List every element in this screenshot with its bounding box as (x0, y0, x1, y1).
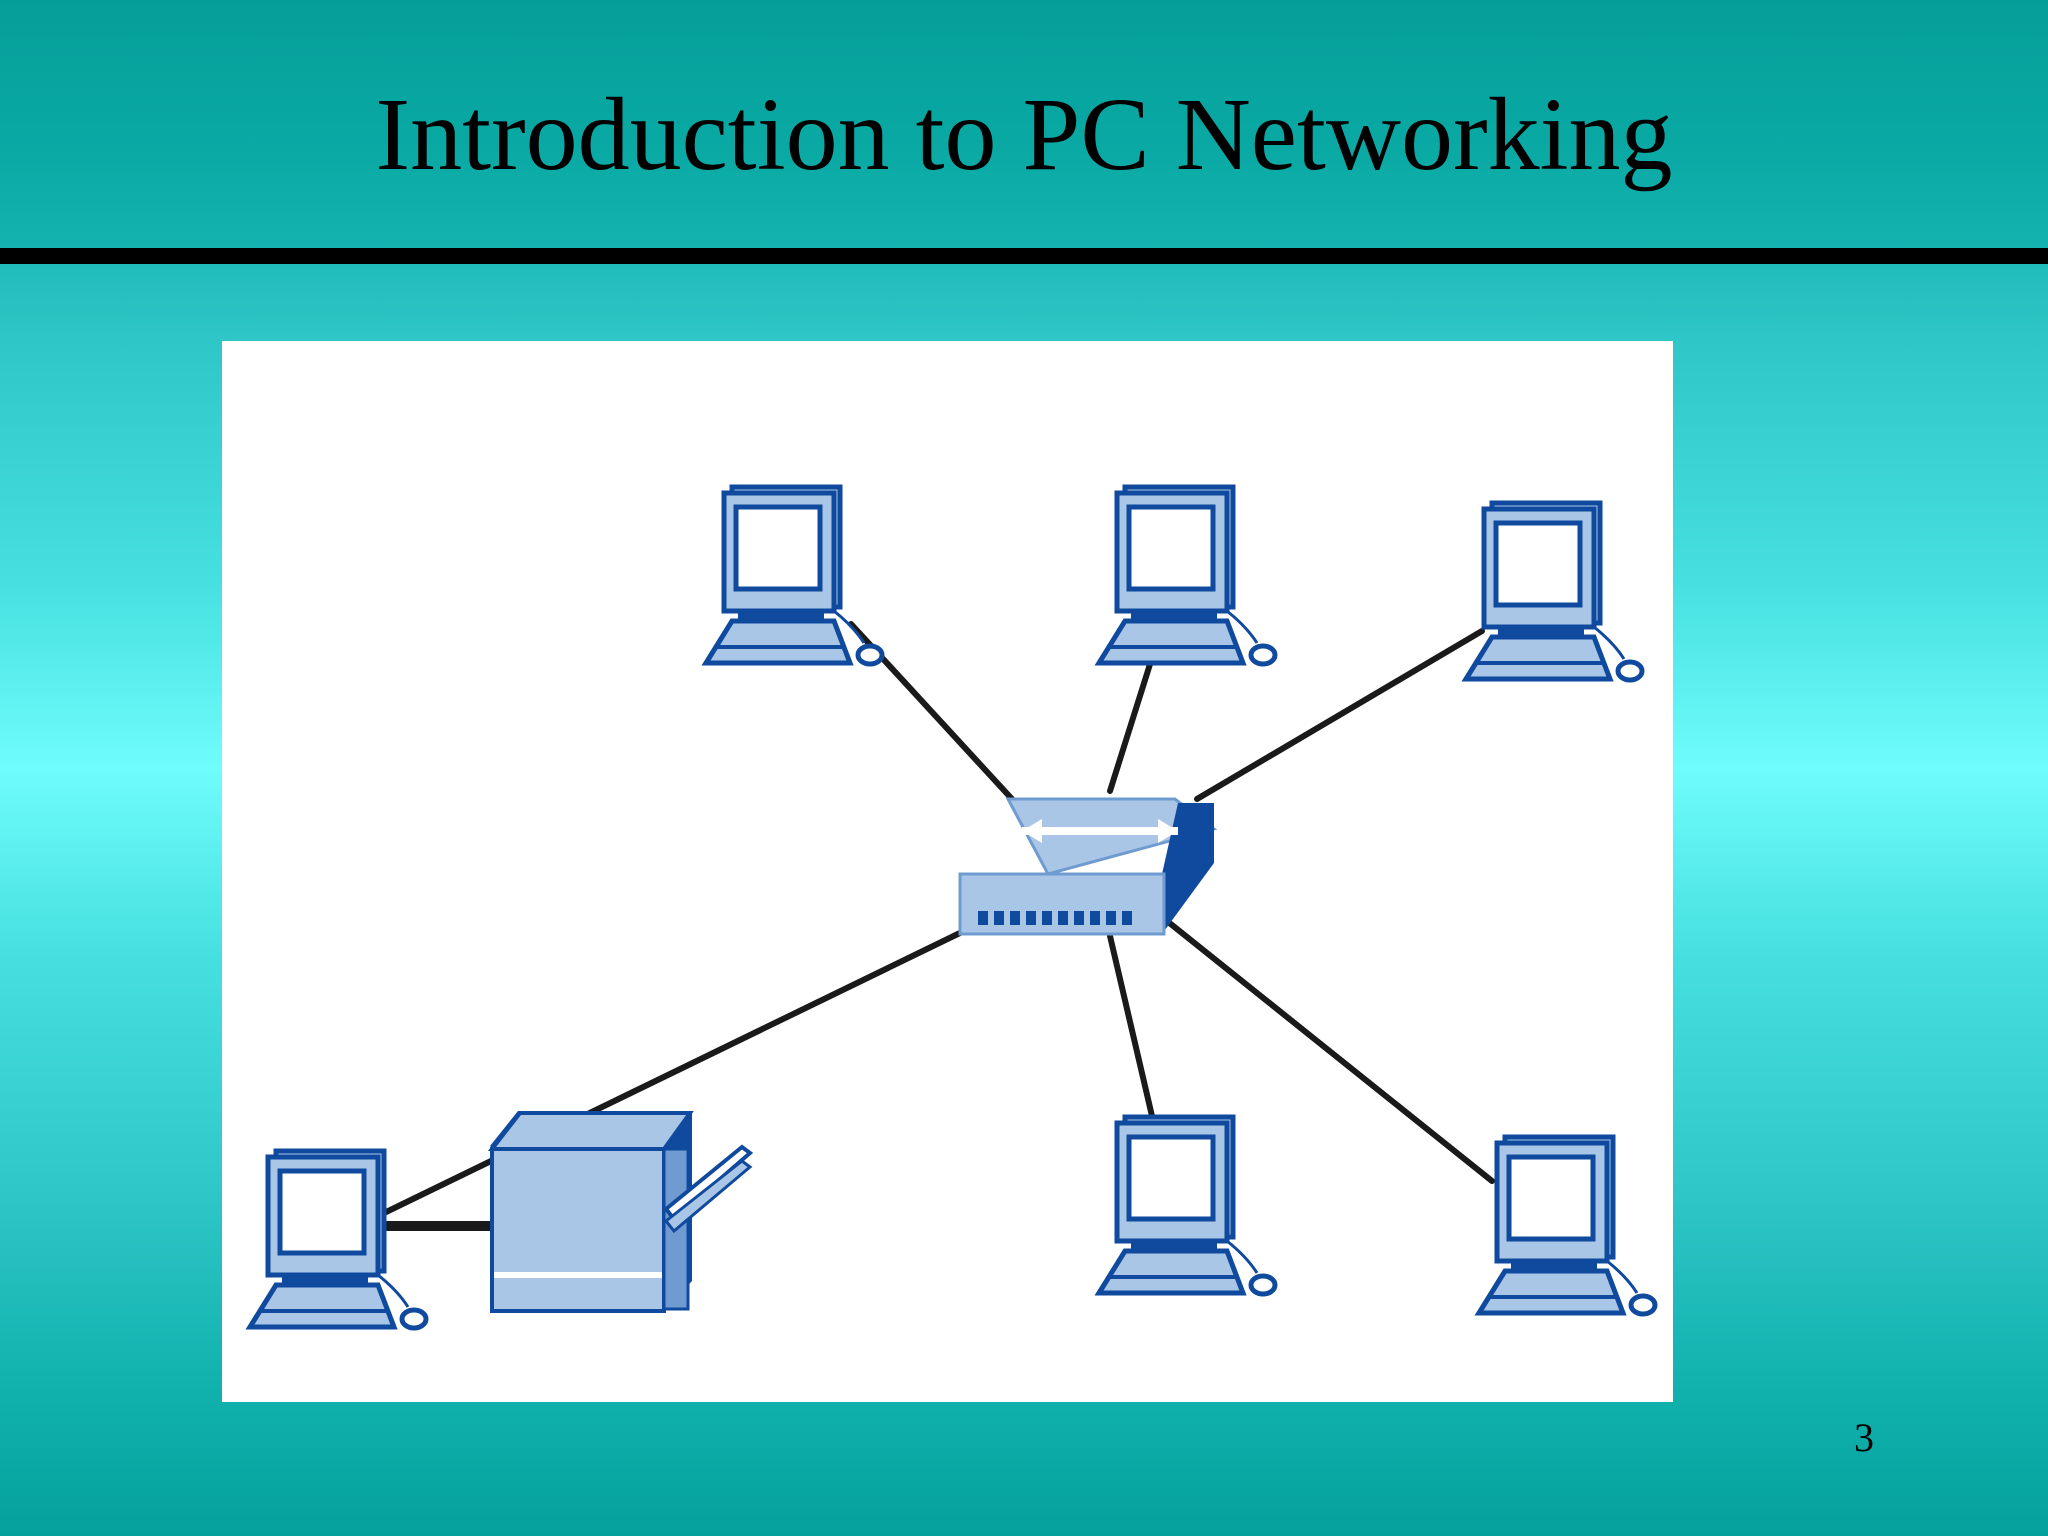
cable-switch-pc-bottom-right (1164, 918, 1495, 1184)
switch-icon (958, 797, 1218, 936)
cable-switch-pc-top-middle (1107, 658, 1154, 794)
title-divider (0, 248, 2048, 264)
cable-switch-pc-bottom-left (379, 928, 967, 1217)
computer-icon (1479, 1137, 1655, 1314)
computer-icon (1099, 487, 1275, 664)
network-diagram (222, 341, 1673, 1402)
computer-icon (250, 1151, 426, 1328)
page-number: 3 (1854, 1415, 1874, 1460)
computer-icon (1466, 503, 1642, 680)
network-diagram-svg (222, 341, 1673, 1402)
computer-icon (706, 487, 882, 664)
cables (377, 621, 1495, 1231)
server-icon (487, 1111, 754, 1313)
cable-switch-pc-bottom-middle (1107, 933, 1155, 1119)
computer-icon (1099, 1117, 1275, 1294)
title-band (0, 0, 2048, 248)
cable-switch-pc-top-right (1194, 628, 1485, 802)
slide-title: Introduction to PC Networking (375, 77, 1673, 192)
